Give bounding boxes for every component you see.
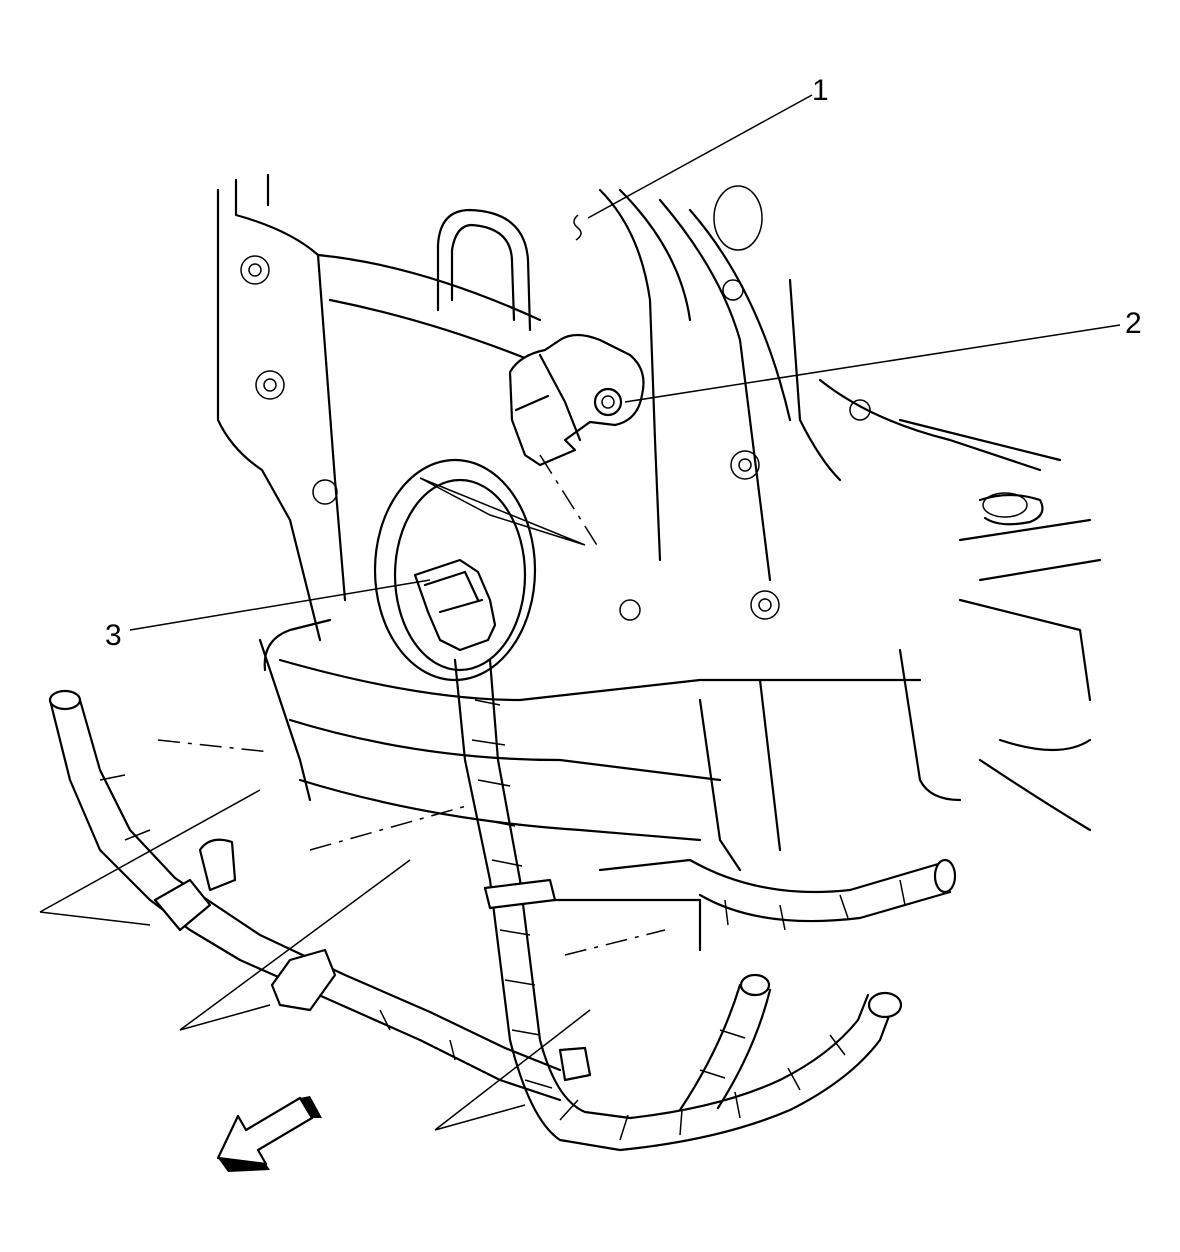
leader-line-3	[129, 579, 431, 631]
callout-1: 1	[812, 74, 829, 107]
harness-connector-icon	[413, 558, 497, 652]
crankshaft-position-sensor-icon	[508, 333, 645, 467]
leader-lines	[39, 94, 1121, 1131]
callout-2: 2	[1125, 307, 1142, 340]
front-direction-arrow-icon	[216, 1096, 322, 1172]
alignment-lines	[157, 454, 666, 956]
leader-line-2	[624, 324, 1121, 403]
callout-3: 3	[105, 619, 122, 652]
engine-front-cover	[216, 173, 1102, 952]
wiring-harness-icon	[48, 658, 957, 1152]
leader-line-1	[587, 94, 813, 219]
